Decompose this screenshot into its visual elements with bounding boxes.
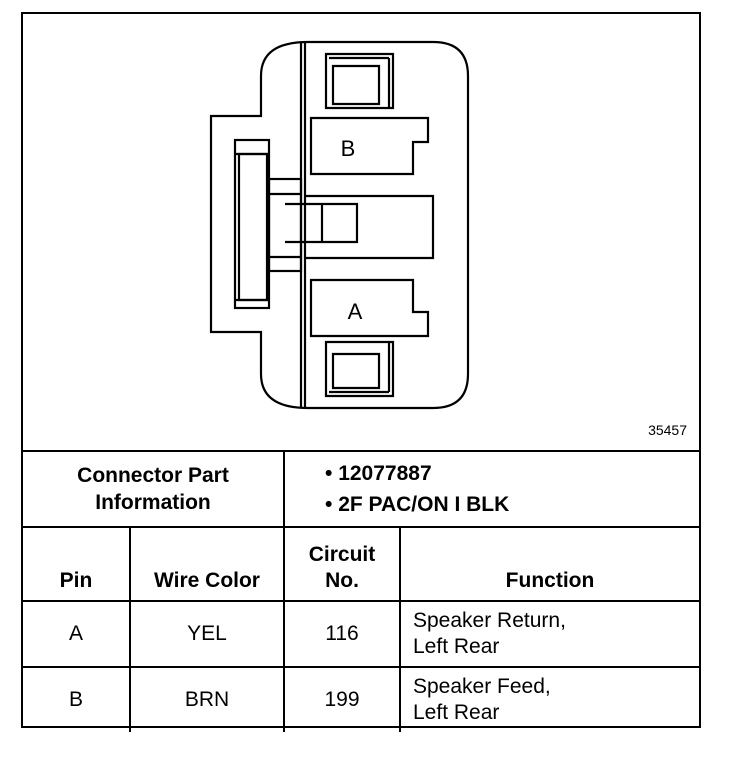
row-a-function: Speaker Return, Left Rear <box>399 600 699 668</box>
row-b-circuit: 199 <box>283 666 401 732</box>
header-circuit: Circuit No. <box>283 526 401 602</box>
header-function: Function <box>399 526 699 602</box>
row-b-function: Speaker Feed, Left Rear <box>399 666 699 732</box>
row-a-wire-color: YEL <box>129 600 285 668</box>
row-b-function-line2: Left Rear <box>413 701 500 724</box>
connector-part-number: 12077887 <box>325 458 699 489</box>
row-b-pin: B <box>23 666 131 732</box>
diagram-frame: B A 35457 Connector Part Information 120… <box>21 12 701 732</box>
connector-face-view: B A <box>209 40 470 410</box>
connector-info-label-line2: Information <box>95 491 211 514</box>
connector-info-values: 12077887 2F PAC/ON I BLK <box>283 452 699 528</box>
table-header-row: Pin Wire Color Circuit No. Function <box>23 526 699 602</box>
row-a-function-line1: Speaker Return, <box>413 609 566 632</box>
cavity-b <box>309 116 430 176</box>
table-row: A YEL 116 Speaker Return, Left Rear <box>23 600 699 668</box>
top-lock-tab <box>324 52 395 110</box>
pin-label-a: A <box>348 299 363 324</box>
connector-drawing: B A 35457 <box>23 14 699 452</box>
header-circuit-line1: Circuit <box>308 543 376 566</box>
header-pin: Pin <box>23 526 131 602</box>
bottom-lock-tab <box>324 340 395 398</box>
header-circuit-line2: No. <box>325 569 359 592</box>
connector-info-row: Connector Part Information 12077887 2F P… <box>23 452 699 528</box>
connector-info-label: Connector Part Information <box>23 452 285 528</box>
row-a-function-line2: Left Rear <box>413 635 500 658</box>
row-b-function-line1: Speaker Feed, <box>413 675 551 698</box>
connector-table: Connector Part Information 12077887 2F P… <box>23 452 699 732</box>
figure-number: 35457 <box>648 422 687 438</box>
row-a-circuit: 116 <box>283 600 401 668</box>
center-keyway <box>305 194 435 260</box>
connector-info-label-line1: Connector Part <box>77 464 229 487</box>
cavity-a <box>309 278 430 338</box>
connector-description: 2F PAC/ON I BLK <box>325 489 699 520</box>
table-row: B BRN 199 Speaker Feed, Left Rear <box>23 666 699 732</box>
row-a-pin: A <box>23 600 131 668</box>
connector-housing <box>209 40 470 410</box>
pin-label-b: B <box>341 136 356 161</box>
latch-outer <box>233 138 271 310</box>
row-b-wire-color: BRN <box>129 666 285 732</box>
header-wire-color: Wire Color <box>129 526 285 602</box>
latch-inner <box>237 152 269 302</box>
